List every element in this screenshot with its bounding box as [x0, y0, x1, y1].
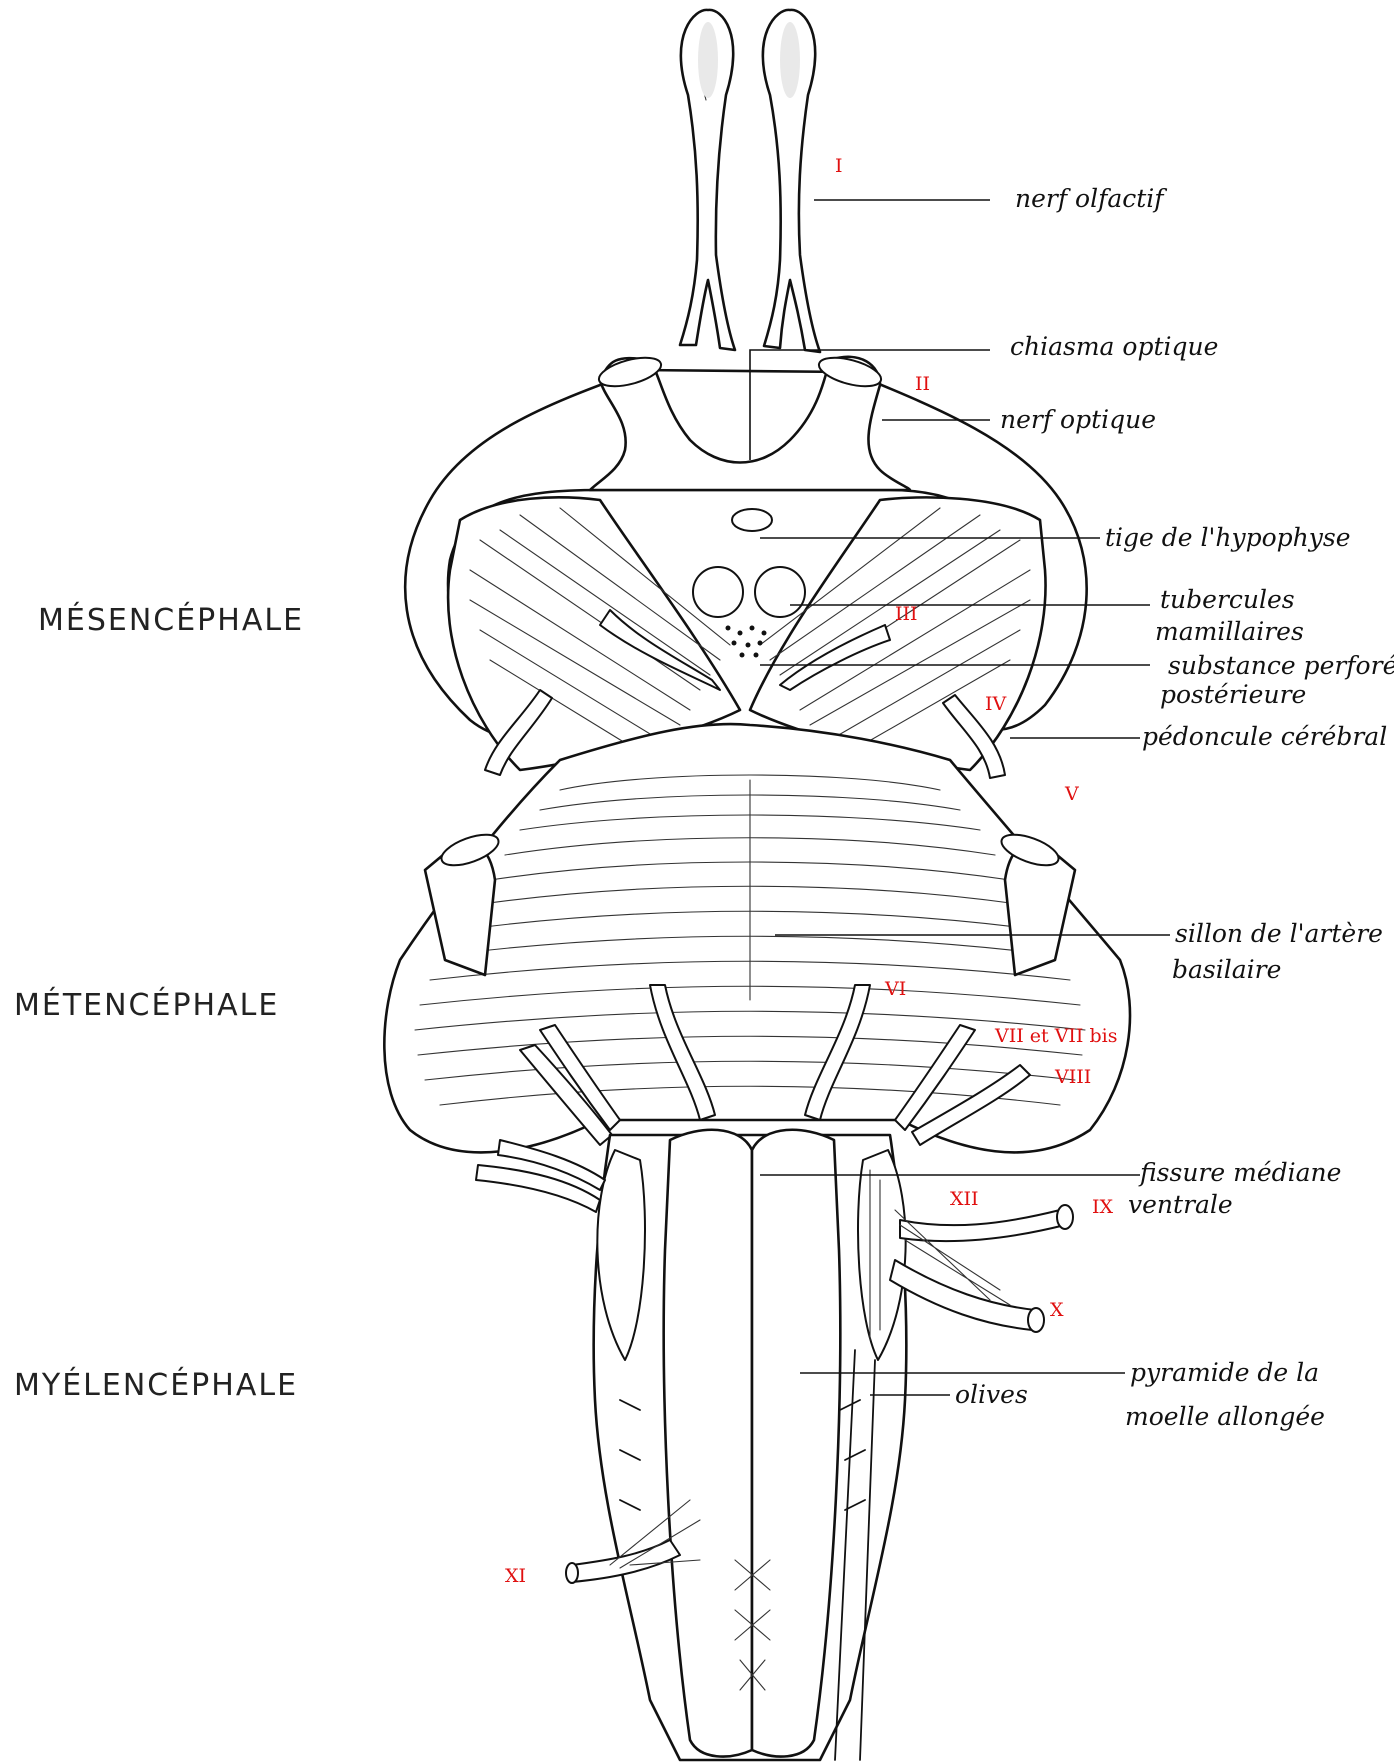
label-sillon-1: sillon de l'artère	[1175, 919, 1383, 948]
nerve-number-XII: XII	[950, 1188, 979, 1210]
nerve-number-I: I	[835, 155, 843, 177]
label-substance-2: postérieure	[1160, 680, 1306, 709]
label-sillon-2: basilaire	[1172, 955, 1281, 984]
nerve-number-II: II	[915, 373, 930, 395]
nerve-number-IV: IV	[985, 693, 1007, 715]
nerve-number-VIII: VIII	[1054, 1066, 1091, 1088]
label-tubercules-2: mamillaires	[1155, 617, 1304, 646]
medulla	[594, 1130, 907, 1760]
nerve-number-III: III	[895, 603, 918, 625]
label-tige-hypophyse: tige de l'hypophyse	[1105, 523, 1351, 552]
nerve-number-X: X	[1050, 1299, 1064, 1321]
region-metencephale: MÉTENCÉPHALE	[14, 987, 279, 1023]
label-olives: olives	[955, 1380, 1028, 1409]
label-pedoncule: pédoncule cérébral	[1142, 722, 1387, 751]
label-fissure-1: fissure médiane	[1138, 1158, 1341, 1187]
label-nerf-optique: nerf optique	[1000, 405, 1156, 434]
nerve-number-XI: XI	[505, 1565, 526, 1587]
label-pyramide-2: moelle allongée	[1125, 1402, 1325, 1431]
label-chiasma-optique: chiasma optique	[1010, 332, 1218, 361]
nerve-number-V: V	[1064, 783, 1079, 805]
label-tubercules-1: tubercules	[1160, 585, 1295, 614]
nerve-number-IX: IX	[1092, 1196, 1114, 1218]
label-nerf-olfactif: nerf olfactif	[1015, 184, 1167, 213]
region-myelencephale: MYÉLENCÉPHALE	[14, 1367, 298, 1403]
label-substance-1: substance perforée	[1168, 651, 1394, 680]
region-mesencephale: MÉSENCÉPHALE	[38, 602, 304, 638]
brainstem-drawing	[384, 10, 1130, 1760]
label-fissure-2: ventrale	[1128, 1190, 1233, 1219]
nerve-number-VII-VIIbis: VII et VII bis	[994, 1025, 1117, 1047]
olfactory-nerves	[680, 10, 820, 352]
nerve-number-VI: VI	[884, 978, 906, 1000]
label-pyramide-1: pyramide de la	[1130, 1358, 1319, 1387]
